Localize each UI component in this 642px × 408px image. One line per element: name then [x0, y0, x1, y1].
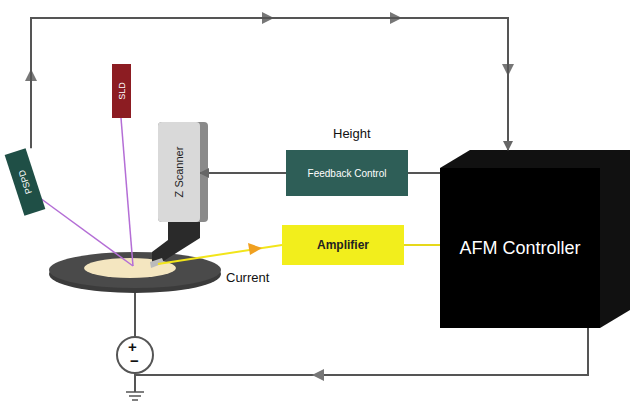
sample: [84, 258, 176, 278]
current-arrow: [248, 243, 262, 255]
current-label: Current: [226, 270, 269, 285]
connector: [408, 172, 440, 174]
ground-symbol: [126, 392, 144, 400]
current-line: [158, 245, 282, 264]
connector: [200, 172, 286, 174]
connector: [404, 244, 440, 246]
node-label: Z Scanner: [173, 147, 185, 198]
voltage-source: [117, 337, 153, 373]
reflected-beam: [40, 198, 133, 266]
node-label: Feedback Control: [308, 168, 387, 179]
cantilever-holder: [152, 222, 200, 262]
ground-wire: [134, 373, 136, 392]
light-source: SLD: [112, 64, 131, 118]
feedback-box: Feedback Control: [286, 150, 408, 196]
flow-arrow: [312, 369, 324, 381]
controller-box: AFM Controller: [440, 168, 600, 328]
z-scanner: Z Scanner: [158, 122, 200, 222]
laser-beam: [121, 118, 133, 266]
connector: [31, 18, 508, 150]
amplifier-box: Amplifier: [282, 225, 404, 265]
node-label: SLD: [116, 82, 126, 100]
minus-sign: −: [130, 352, 139, 369]
node-label: AFM Controller: [459, 238, 580, 259]
node-label: Amplifier: [317, 238, 369, 252]
bias-wire: [135, 325, 588, 375]
height-label: Height: [333, 126, 371, 141]
controller-depth: [440, 150, 630, 328]
photodetector: PSPD: [5, 148, 46, 216]
stage-wire: [134, 288, 136, 337]
node-label: PSPD: [16, 169, 33, 195]
